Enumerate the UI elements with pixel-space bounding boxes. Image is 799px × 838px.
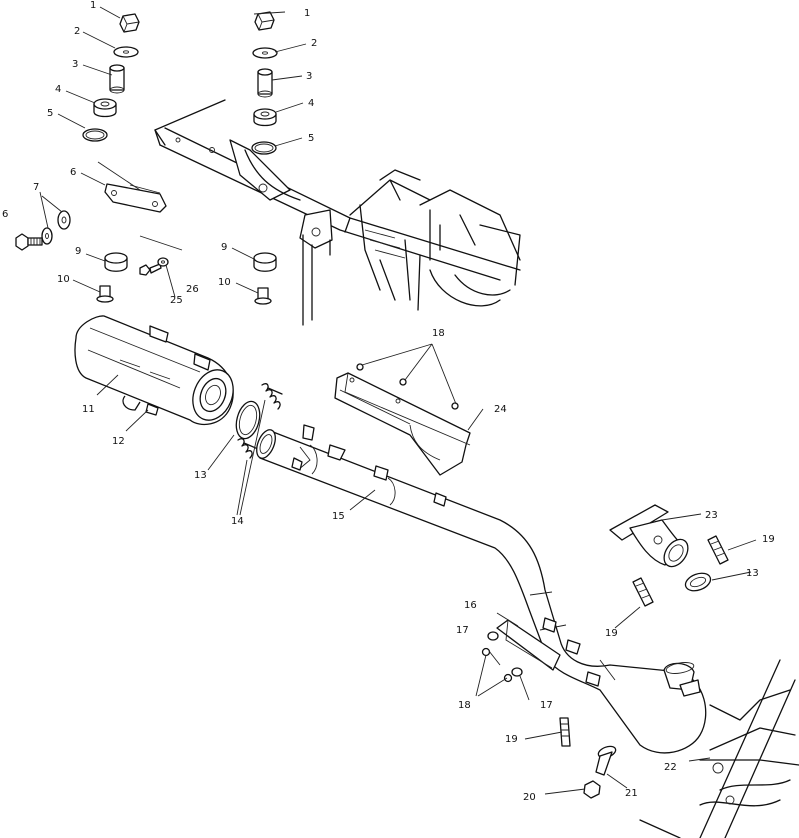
callout-5-left: 5 [47, 108, 53, 119]
callout-4-right: 4 [308, 98, 314, 109]
clamp-hardware [291, 424, 601, 687]
lock-washer [41, 227, 53, 245]
callout-3-right: 3 [306, 71, 312, 82]
callout-22: 22 [664, 762, 677, 773]
washer-17-upper [487, 631, 499, 641]
callout-26: 26 [186, 284, 199, 295]
leader-lines [39, 6, 757, 795]
shield-screws [349, 363, 459, 410]
callout-10-right: 10 [218, 277, 231, 288]
plug-21 [595, 745, 617, 776]
callout-15: 15 [332, 511, 345, 522]
callout-1-left: 1 [90, 0, 96, 11]
callout-11: 11 [82, 404, 95, 415]
callout-4-left: 4 [55, 84, 61, 95]
screw-25 [139, 263, 162, 276]
bolt [15, 233, 43, 251]
nut-26 [157, 257, 169, 267]
ring-right [251, 141, 277, 155]
callout-16: 16 [464, 600, 477, 611]
callout-18-upper: 18 [432, 328, 445, 339]
mounting-bracket [104, 183, 167, 213]
exhaust-flange [609, 504, 689, 568]
callout-18-lower: 18 [458, 700, 471, 711]
callout-10-left: 10 [57, 274, 70, 285]
callout-9-right: 9 [221, 242, 227, 253]
callout-labels: 1 1 2 2 3 3 4 4 5 5 6 6 7 9 9 10 10 11 1… [2, 0, 775, 803]
callout-23: 23 [705, 510, 718, 521]
gasket-ring-13 [235, 400, 261, 440]
lower-heat-shield [496, 619, 561, 671]
spring-19-lower [559, 717, 571, 747]
callout-6-bolt: 6 [2, 209, 8, 220]
callout-2-right: 2 [311, 38, 317, 49]
callout-14: 14 [231, 516, 244, 527]
callout-9-left: 9 [75, 246, 81, 257]
callout-13-right: 13 [746, 568, 759, 579]
callout-7: 7 [33, 182, 39, 193]
callout-21: 21 [625, 788, 638, 799]
callout-12: 12 [112, 436, 125, 447]
spring-14-upper [261, 383, 283, 410]
callout-5-right: 5 [308, 133, 314, 144]
callout-13-left: 13 [194, 470, 207, 481]
spring-19-middle [632, 577, 654, 607]
callout-17-upper: 17 [456, 625, 469, 636]
callout-2-left: 2 [74, 26, 80, 37]
frame-rail [154, 99, 521, 326]
spring-14-lower [237, 438, 259, 459]
heat-shield [334, 372, 471, 476]
grommet-right [253, 108, 277, 127]
callout-1-right: 1 [304, 8, 310, 19]
callout-20: 20 [523, 792, 536, 803]
callout-19-lower: 19 [505, 734, 518, 745]
frame-lower-right [639, 659, 799, 838]
spacer-tube-left [109, 64, 125, 94]
pin-10-right [254, 287, 272, 305]
callout-19-middle: 19 [605, 628, 618, 639]
grommet-left [93, 98, 117, 118]
muffler [74, 315, 234, 426]
pin-10-left [96, 285, 114, 303]
grommet-9-left [104, 252, 128, 272]
nut-18-lower [503, 673, 513, 683]
hex-nut-left [119, 13, 140, 33]
grommet-9-right [253, 252, 277, 272]
callout-3-left: 3 [72, 59, 78, 70]
washer-17-lower [511, 667, 523, 677]
ring-left [82, 128, 108, 142]
flat-washer [57, 210, 71, 230]
spring-19-upper [707, 535, 729, 565]
callout-24: 24 [494, 404, 507, 415]
callout-6-bracket: 6 [70, 167, 76, 178]
callout-19-upper: 19 [762, 534, 775, 545]
washer-left [113, 46, 139, 58]
callout-25: 25 [170, 295, 183, 306]
callout-17-lower: 17 [540, 700, 553, 711]
hex-nut-right [254, 11, 275, 31]
flange-gasket-13 [684, 572, 712, 592]
nut-20 [583, 780, 601, 799]
nut-18-upper [481, 647, 491, 657]
spacer-tube-right [257, 68, 273, 98]
washer-right [252, 47, 278, 59]
